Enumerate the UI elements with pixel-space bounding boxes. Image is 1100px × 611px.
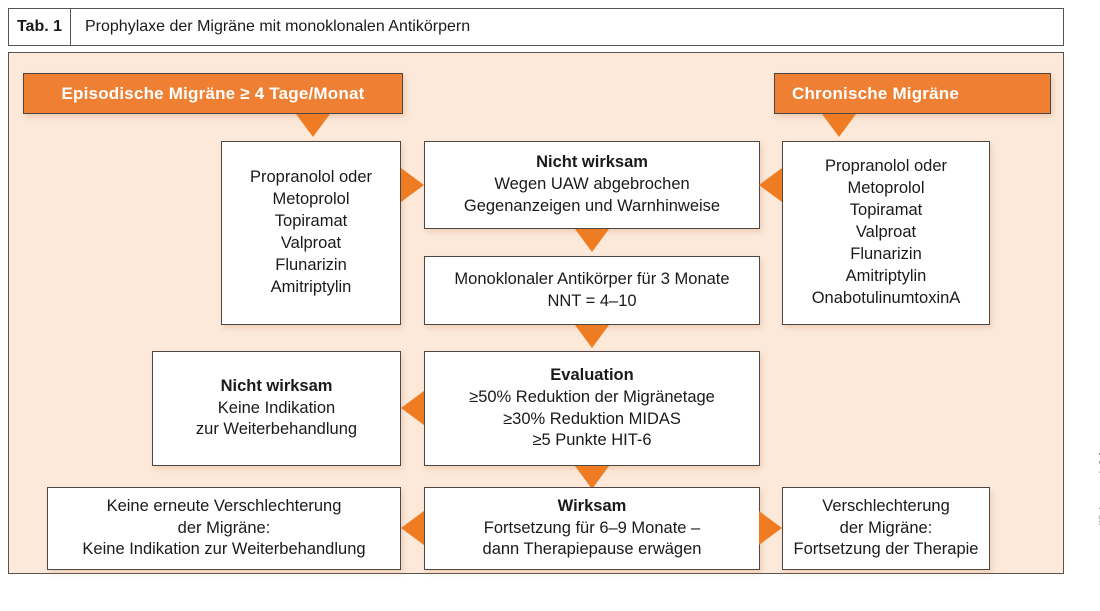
table-number: Tab. 1: [9, 9, 71, 45]
no-worsening-line: der Migräne:: [177, 518, 271, 537]
evaluation-line: ≥5 Punkte HIT-6: [532, 431, 652, 450]
episodic-drug-line: Amitriptylin: [270, 277, 352, 296]
arrow-down-to-effective: [575, 466, 609, 489]
chronic-drug-line: Amitriptylin: [845, 266, 927, 285]
arrow-down-to-evaluation: [575, 325, 609, 348]
header-chronic-label: Chronische Migräne: [792, 83, 960, 103]
box-episodic-drugs: Propranolol oder Metoprolol Topiramat Va…: [221, 141, 401, 325]
episodic-drug-line: Topiramat: [274, 212, 348, 231]
episodic-drug-line: Flunarizin: [275, 255, 347, 274]
table-caption-bar: Tab. 1 Prophylaxe der Migräne mit monokl…: [8, 8, 1064, 46]
header-episodic-label: Episodische Migräne ≥ 4 Tage/Monat: [61, 83, 365, 103]
arrow-down-chronic: [822, 114, 856, 137]
box-chronic-drugs: Propranolol oder Metoprolol Topiramat Va…: [782, 141, 990, 325]
effective-title: Wirksam: [557, 496, 627, 515]
not-effective-left-line: Keine Indikation: [217, 398, 336, 417]
antibody-line: Monoklonaler Antikörper für 3 Monate: [454, 269, 730, 288]
effective-line: dann Therapiepause erwägen: [482, 540, 702, 559]
worsening-line: der Migräne:: [839, 518, 933, 537]
header-episodic-migraine: Episodische Migräne ≥ 4 Tage/Monat: [23, 73, 403, 114]
box-not-effective-top: Nicht wirksam Wegen UAW abgebrochen Gege…: [424, 141, 760, 229]
arrow-left-chronic-to-noteffective: [759, 168, 782, 202]
antibody-line: NNT = 4–10: [547, 291, 637, 310]
episodic-drug-line: Metoprolol: [272, 190, 350, 209]
box-no-worsening: Keine erneute Verschlechterung der Migrä…: [47, 487, 401, 570]
arrow-left-evaluation-to-noteffective: [401, 391, 424, 425]
box-worsening: Verschlechterung der Migräne: Fortsetzun…: [782, 487, 990, 570]
table-title: Prophylaxe der Migräne mit monoklonalen …: [85, 18, 471, 35]
not-effective-left-title: Nicht wirksam: [220, 376, 333, 395]
arrow-right-effective-to-worsening: [759, 511, 782, 545]
chronic-drug-line: Propranolol oder: [825, 157, 947, 176]
arrow-right-episodic-to-noteffective: [401, 168, 424, 202]
not-effective-top-line: Gegenanzeigen und Warnhinweise: [463, 196, 721, 215]
chronic-drug-line: Valproat: [855, 223, 917, 242]
arrow-down-episodic: [296, 114, 330, 137]
chronic-drug-line: OnabotulinumtoxinA: [811, 288, 961, 307]
no-worsening-line: Keine erneute Verschlechterung: [106, 496, 342, 515]
no-worsening-line: Keine Indikation zur Weiterbehandlung: [82, 540, 366, 559]
worsening-line: Fortsetzung der Therapie: [793, 540, 979, 559]
not-effective-top-title: Nicht wirksam: [536, 153, 648, 172]
evaluation-title: Evaluation: [550, 365, 634, 384]
arrow-down-to-antibody: [575, 229, 609, 252]
effective-line: Fortsetzung für 6–9 Monate –: [483, 518, 701, 537]
not-effective-left-line: zur Weiterbehandlung: [195, 420, 358, 439]
episodic-drug-line: Propranolol oder: [250, 168, 372, 187]
box-not-effective-left: Nicht wirksam Keine Indikation zur Weite…: [152, 351, 401, 466]
box-effective: Wirksam Fortsetzung für 6–9 Monate – dan…: [424, 487, 760, 570]
box-evaluation: Evaluation ≥50% Reduktion der Migränetag…: [424, 351, 760, 466]
header-chronic-migraine: Chronische Migräne: [774, 73, 1051, 114]
episodic-drug-line: Valproat: [280, 234, 342, 252]
evaluation-line: ≥50% Reduktion der Migränetage: [469, 387, 715, 406]
chronic-drug-line: Metoprolol: [847, 179, 925, 198]
chronic-drug-line: Topiramat: [849, 201, 923, 220]
worsening-line: Verschlechterung: [822, 496, 950, 515]
evaluation-line: ≥30% Reduktion MIDAS: [503, 409, 681, 428]
flowchart-panel: Episodische Migräne ≥ 4 Tage/Monat Chron…: [8, 52, 1064, 574]
not-effective-top-line: Wegen UAW abgebrochen: [494, 175, 690, 194]
chronic-drug-line: Flunarizin: [850, 244, 922, 263]
arrow-left-effective-to-noworsening: [401, 511, 424, 545]
box-antibody: Monoklonaler Antikörper für 3 Monate NNT…: [424, 256, 760, 325]
